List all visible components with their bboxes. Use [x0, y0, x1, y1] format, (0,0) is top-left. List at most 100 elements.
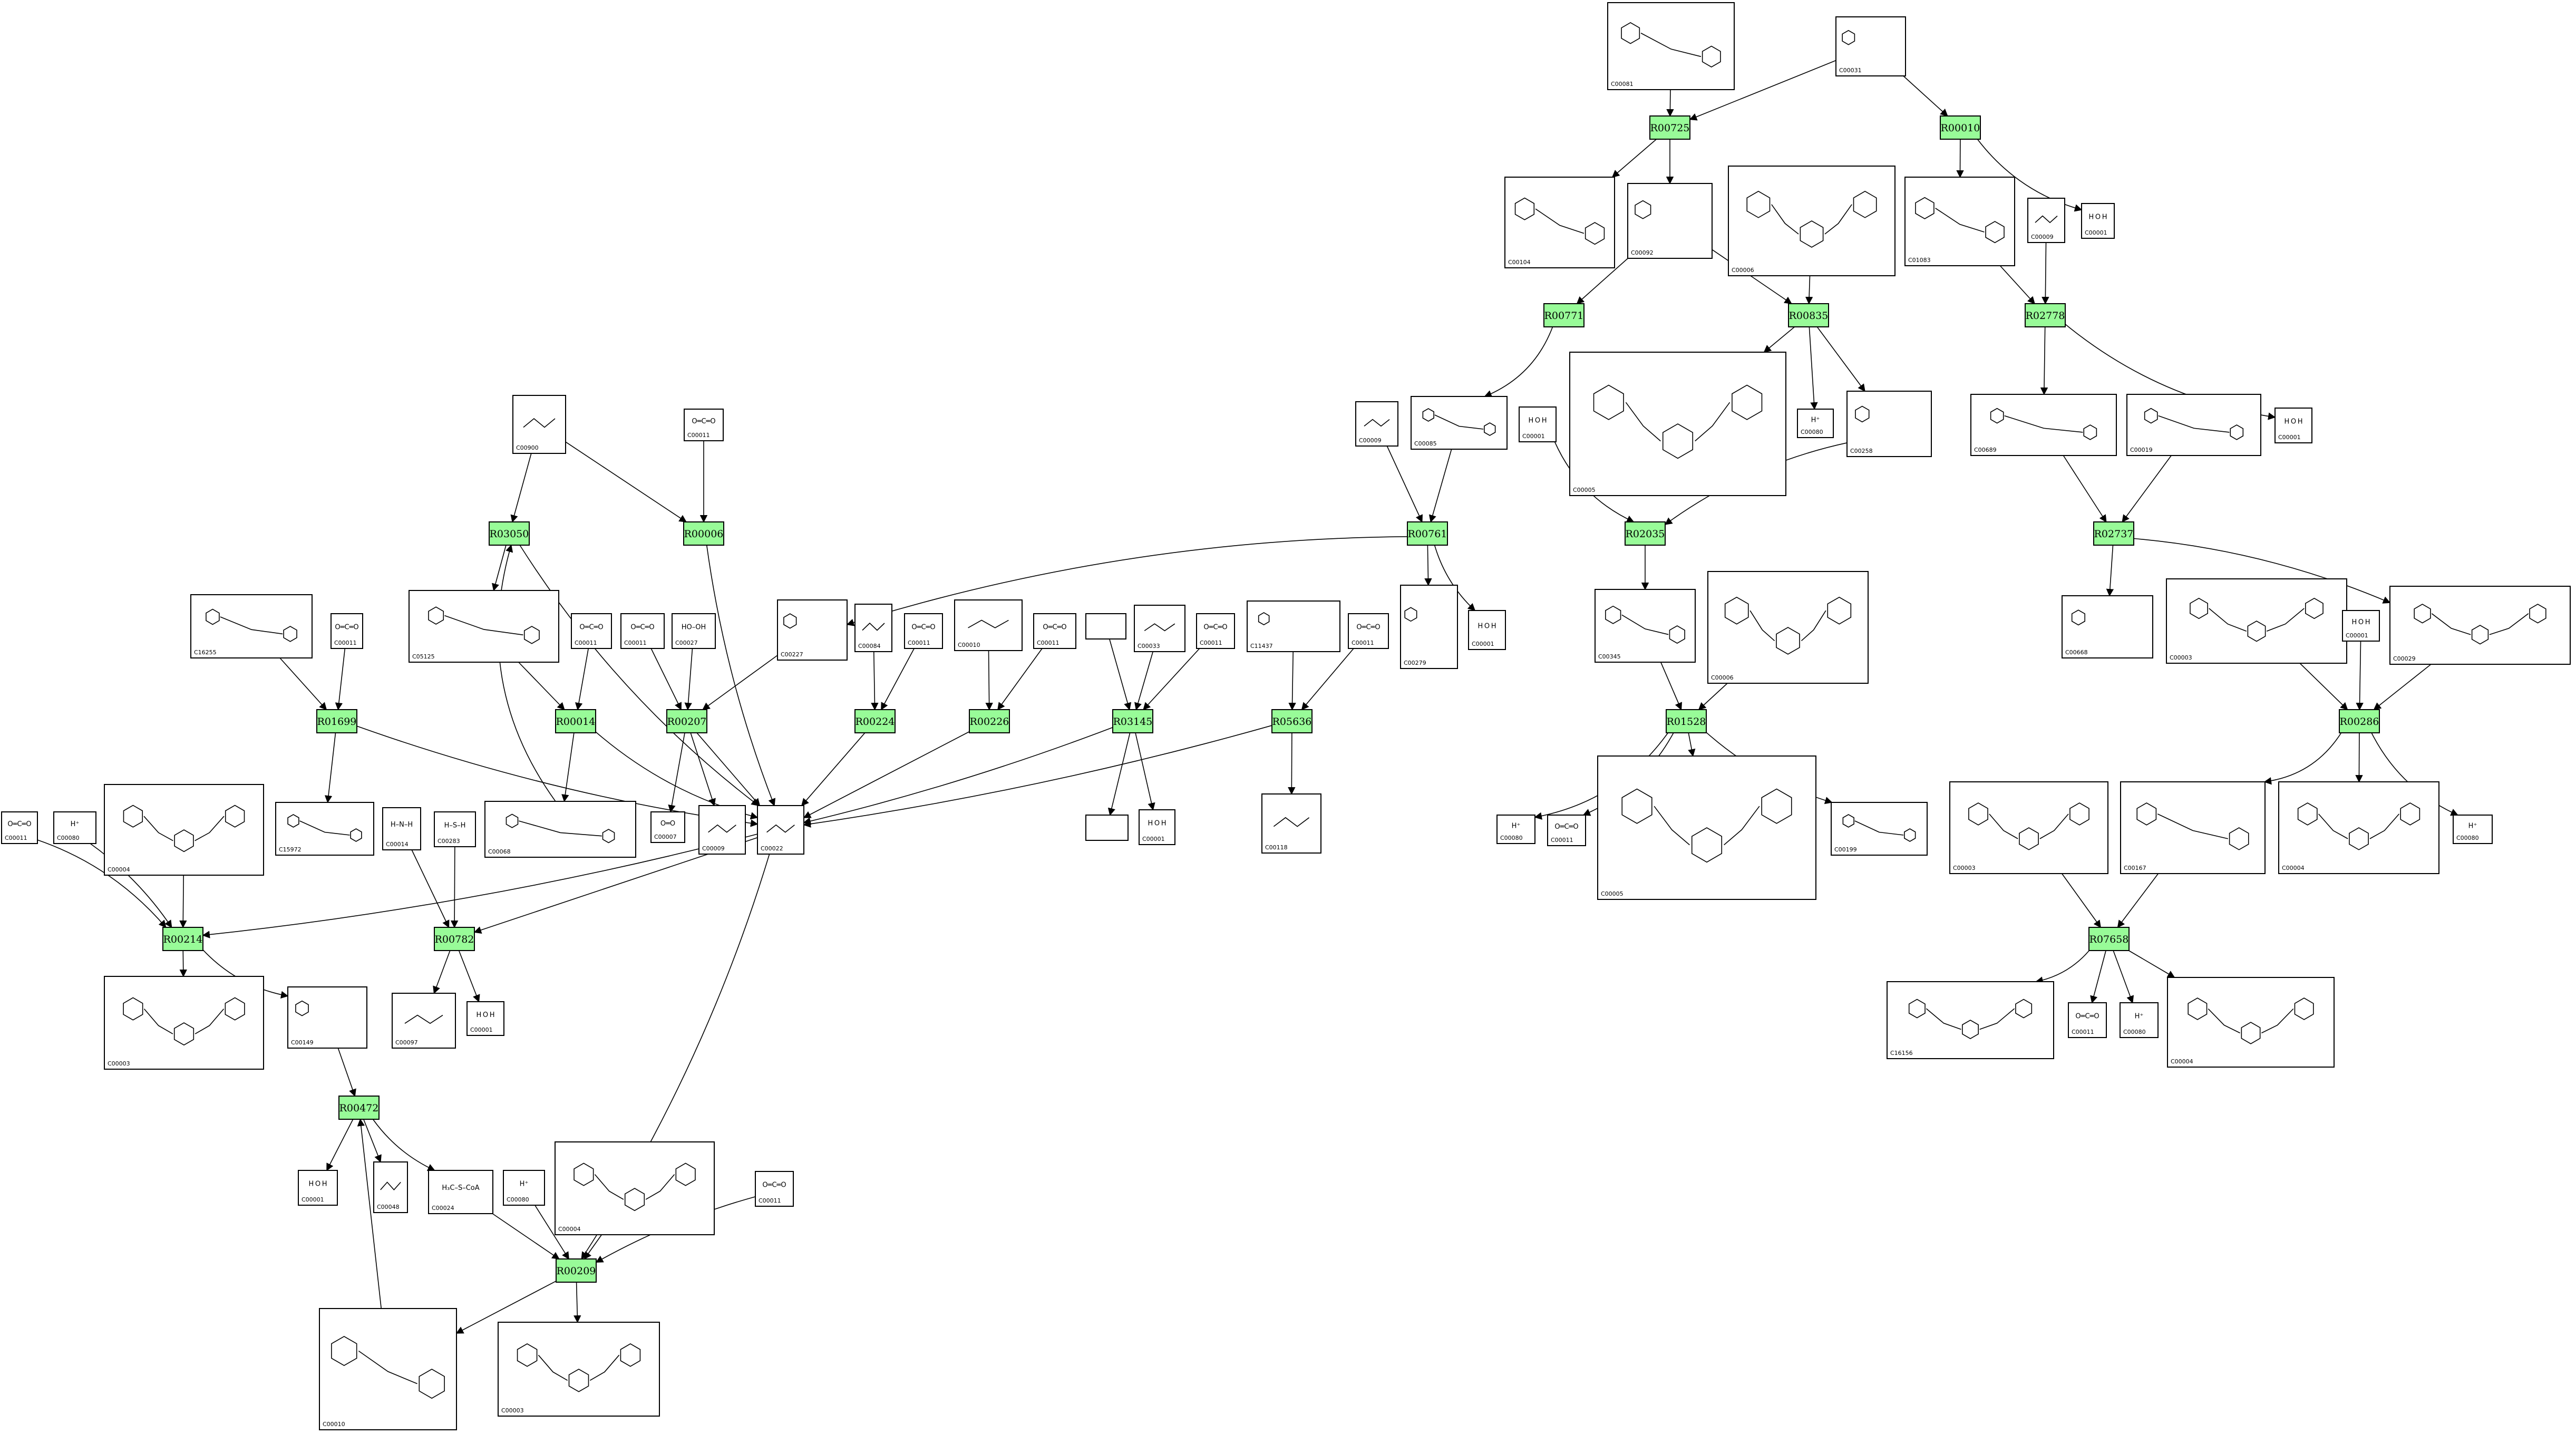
compound-C00006[interactable]: C00006	[1707, 571, 1869, 684]
compound-C00149[interactable]: C00149	[287, 986, 367, 1049]
compound-C00227[interactable]: C00227	[777, 599, 848, 661]
reaction-R00771[interactable]: R00771	[1543, 303, 1585, 327]
reaction-R00224[interactable]: R00224	[854, 709, 896, 733]
reaction-R00006[interactable]: R00006	[683, 521, 724, 546]
compound-C00019[interactable]: C00019	[2126, 394, 2261, 456]
compound-C00009[interactable]: C00009	[698, 805, 746, 855]
reaction-R00782[interactable]: R00782	[434, 927, 475, 951]
compound-C00081[interactable]: C00081	[1607, 2, 1735, 90]
compound-C00004[interactable]: C00004	[555, 1141, 715, 1235]
compound-C11437[interactable]: C11437	[1247, 600, 1340, 652]
compound-C00004[interactable]: C00004	[104, 784, 264, 876]
compound-C00004[interactable]: C00004	[2278, 781, 2439, 874]
compound-C00010[interactable]: C00010	[954, 599, 1023, 651]
reaction-R00214[interactable]: R00214	[162, 927, 203, 951]
compound-C00003[interactable]: C00003	[498, 1322, 660, 1417]
compound-C00084[interactable]: C00084	[854, 604, 892, 652]
compound-C05125[interactable]: C05125	[409, 590, 559, 663]
reaction-R01528[interactable]: R01528	[1666, 709, 1707, 733]
compound-C15972[interactable]: C15972	[275, 802, 374, 856]
compound-C00009[interactable]: C00009	[1355, 401, 1398, 447]
compound-C16156[interactable]: C16156	[1887, 981, 2054, 1059]
compound-C00104[interactable]: C00104	[1504, 177, 1615, 268]
compound-C00097[interactable]: C00097	[392, 993, 456, 1049]
reaction-R02035[interactable]: R02035	[1625, 521, 1666, 546]
compound-C00029[interactable]: C00029	[2389, 586, 2571, 665]
compound-C00080[interactable]: H⁺C00080	[53, 811, 96, 844]
compound-C16255[interactable]: C16255	[190, 594, 313, 658]
compound-C00080[interactable]: H⁺C00080	[2453, 815, 2493, 844]
reaction-R01699[interactable]: R01699	[316, 709, 357, 733]
compound-unnamed[interactable]	[1085, 815, 1129, 841]
compound-C00668[interactable]: C00668	[2062, 595, 2153, 658]
compound-C00279[interactable]: C00279	[1400, 585, 1458, 669]
reaction-R03050[interactable]: R03050	[489, 521, 530, 546]
compound-C00345[interactable]: C00345	[1595, 589, 1696, 663]
reaction-R00014[interactable]: R00014	[555, 709, 596, 733]
reaction-R07658[interactable]: R07658	[2088, 927, 2130, 951]
reaction-R00725[interactable]: R00725	[1649, 115, 1690, 140]
reaction-R00472[interactable]: R00472	[338, 1096, 380, 1120]
reaction-R00209[interactable]: R00209	[556, 1258, 597, 1283]
reaction-R00761[interactable]: R00761	[1407, 521, 1448, 546]
compound-C00199[interactable]: C00199	[1831, 802, 1928, 856]
compound-C00092[interactable]: C00092	[1627, 183, 1713, 259]
reaction-R00286[interactable]: R00286	[2339, 709, 2380, 733]
compound-C00033[interactable]: C00033	[1134, 605, 1185, 652]
compound-C00004[interactable]: C00004	[2167, 977, 2335, 1068]
compound-C00080[interactable]: H⁺C00080	[2120, 1002, 2159, 1038]
compound-C00118[interactable]: C00118	[1261, 793, 1321, 854]
reaction-R00207[interactable]: R00207	[666, 709, 707, 733]
reaction-R05636[interactable]: R05636	[1271, 709, 1313, 733]
compound-C00080[interactable]: H⁺C00080	[1797, 409, 1834, 438]
reaction-R00226[interactable]: R00226	[969, 709, 1010, 733]
compound-C00005[interactable]: C00005	[1597, 755, 1816, 900]
compound-C00022[interactable]: C00022	[757, 805, 804, 855]
compound-C00048[interactable]: C00048	[373, 1161, 408, 1213]
compound-C00003[interactable]: C00003	[2166, 578, 2347, 664]
compound-unnamed[interactable]	[1085, 613, 1126, 640]
compound-C00010[interactable]: C00010	[319, 1308, 457, 1430]
reaction-R02778[interactable]: R02778	[2025, 303, 2066, 327]
reaction-R00010[interactable]: R00010	[1940, 115, 1981, 140]
compound-C00085[interactable]: C00085	[1411, 396, 1508, 450]
compound-C00003[interactable]: C00003	[1949, 781, 2108, 874]
compound-C01083[interactable]: C01083	[1904, 177, 2015, 266]
compound-C00031[interactable]: C00031	[1835, 16, 1906, 76]
compound-C00068[interactable]: C00068	[484, 801, 636, 858]
compound-C00258[interactable]: C00258	[1846, 391, 1932, 457]
compound-C00005[interactable]: C00005	[1569, 352, 1786, 496]
compound-C00080[interactable]: H⁺C00080	[503, 1170, 545, 1206]
reaction-R03145[interactable]: R03145	[1112, 709, 1153, 733]
compound-C00009[interactable]: C00009	[2027, 198, 2065, 243]
compound-C00006[interactable]: C00006	[1728, 166, 1895, 276]
compound-C00003[interactable]: C00003	[104, 976, 264, 1070]
compound-C00689[interactable]: C00689	[1970, 394, 2117, 456]
reaction-R00835[interactable]: R00835	[1788, 303, 1829, 327]
compound-C00080[interactable]: H⁺C00080	[1496, 815, 1535, 844]
compound-C00900[interactable]: C00900	[512, 395, 566, 454]
